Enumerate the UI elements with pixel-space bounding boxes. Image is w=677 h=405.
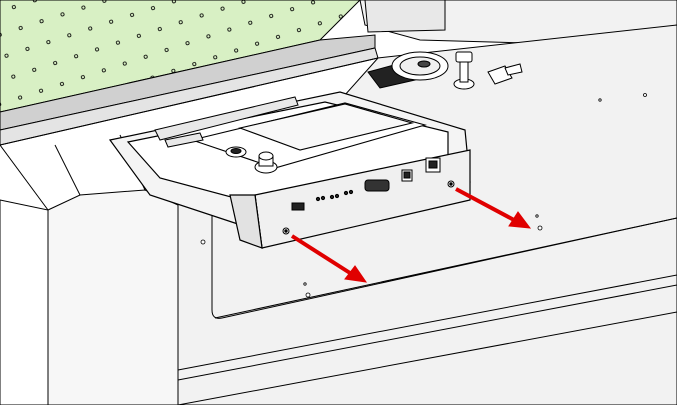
front-ports (291, 157, 441, 211)
serial-port-icon (364, 179, 390, 192)
key-switch-icon (453, 51, 475, 90)
left-arrow (290, 234, 368, 283)
usb-port-icon (291, 202, 305, 211)
front-screws (282, 180, 455, 235)
emergency-stop-icon (225, 146, 247, 158)
panel-rail (154, 96, 299, 148)
right-arrow (455, 187, 532, 229)
touch-screen (190, 102, 428, 169)
rotary-knob-icon (254, 151, 278, 174)
body-screws (200, 93, 647, 298)
top-controls (367, 51, 523, 90)
